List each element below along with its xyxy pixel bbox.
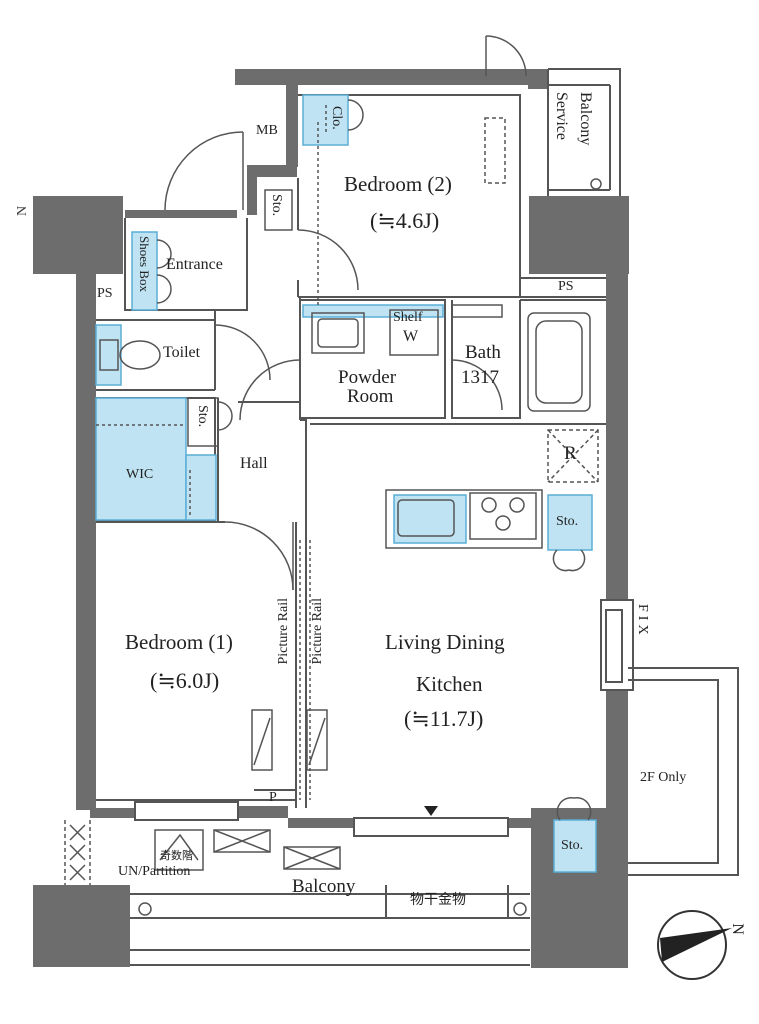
bedroom1-size: (≒6.0J) xyxy=(150,668,220,693)
powder-line1: Powder xyxy=(338,367,397,388)
bedroom2-name: Bedroom (2) xyxy=(344,172,452,196)
bedroom1-name: Bedroom (1) xyxy=(125,630,233,654)
stove-burners xyxy=(481,497,525,531)
sto-balcony-label: Sto. xyxy=(561,838,584,853)
entrance-label: Entrance xyxy=(166,256,223,273)
wic-label: WIC xyxy=(126,467,154,482)
shelf-label: Shelf xyxy=(393,310,423,325)
balcony-label: Balcony xyxy=(292,876,356,897)
service-balcony-line1: Service xyxy=(553,92,570,140)
north-mark: N xyxy=(15,206,30,216)
compass-icon xyxy=(657,910,732,980)
toilet-label: Toilet xyxy=(163,344,201,361)
walls xyxy=(33,69,629,968)
partition-label: UN/Partition xyxy=(118,864,191,879)
second-floor-label: 2F Only xyxy=(640,770,687,785)
clo-label: Clo. xyxy=(329,106,344,130)
powder-line2: Room xyxy=(347,386,394,407)
washer-label: W xyxy=(403,328,419,345)
refrigerator-label: R xyxy=(564,443,577,464)
ps-left-label: PS xyxy=(97,286,113,301)
ps-right-label: PS xyxy=(558,279,574,294)
storage-lines xyxy=(96,105,327,515)
picture-rail-left: Picture Rail xyxy=(276,598,291,665)
sto-hall-label: Sto. xyxy=(195,405,210,428)
shoes-box-label: Shoes Box xyxy=(137,236,152,292)
pipe-label: P xyxy=(269,790,277,805)
laundry-label: 物干金物 xyxy=(410,893,466,908)
sto-bed2-label: Sto. xyxy=(269,194,284,217)
doors xyxy=(156,35,592,821)
partitions xyxy=(96,68,739,966)
mb-label: MB xyxy=(256,123,278,138)
picture-rail-right: Picture Rail xyxy=(310,598,325,665)
bedroom2-size: (≒4.6J) xyxy=(370,208,440,233)
fixtures xyxy=(64,117,602,916)
bath-line1: Bath xyxy=(465,342,501,363)
ldk-line1: Living Dining xyxy=(385,630,505,654)
compass-label: N xyxy=(728,923,746,935)
storage-fills xyxy=(95,94,597,873)
bath-line2: 1317 xyxy=(461,367,499,388)
entrance-marker xyxy=(424,806,438,816)
sto-kitchen-label: Sto. xyxy=(556,514,579,529)
hall-label: Hall xyxy=(240,455,268,472)
ldk-size: (≒11.7J) xyxy=(404,706,484,731)
service-balcony-line2: Balcony xyxy=(577,92,594,146)
ldk-line2: Kitchen xyxy=(416,672,483,696)
hatch-label: 奇数階 xyxy=(160,850,193,862)
fix-label: FIX xyxy=(635,604,650,639)
